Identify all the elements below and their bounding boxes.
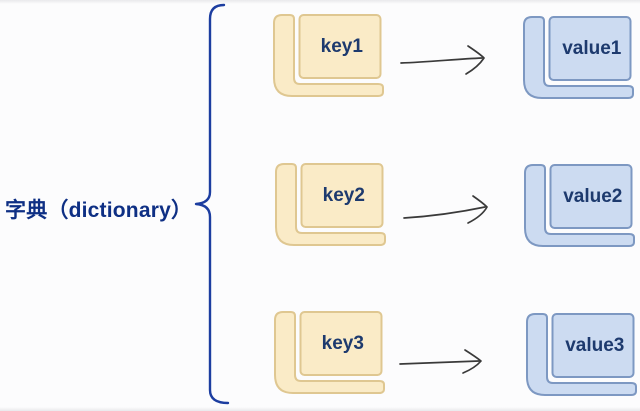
diagram-title: 字典（dictionary） — [5, 199, 193, 222]
book-icon — [523, 16, 634, 99]
book-icon — [524, 164, 635, 247]
arrow-icon — [399, 349, 482, 374]
book-icon — [275, 163, 386, 246]
arrow-icon — [400, 45, 485, 75]
key-book: key2 — [270, 161, 390, 251]
value-label: value1 — [562, 37, 622, 59]
key-label: key1 — [320, 35, 363, 57]
book-icon — [273, 14, 384, 97]
value-book: value2 — [519, 162, 639, 252]
key-label: key3 — [321, 332, 364, 354]
arrow-icon — [403, 195, 488, 224]
value-label: value3 — [565, 334, 625, 356]
book-icon — [274, 311, 385, 394]
value-book: value1 — [518, 14, 638, 104]
value-label: value2 — [563, 185, 623, 207]
key-label: key2 — [322, 184, 365, 206]
key-book: key1 — [268, 12, 388, 102]
curly-brace-icon — [194, 3, 230, 405]
value-book: value3 — [521, 311, 640, 401]
key-book: key3 — [269, 309, 389, 399]
book-icon — [526, 313, 637, 396]
